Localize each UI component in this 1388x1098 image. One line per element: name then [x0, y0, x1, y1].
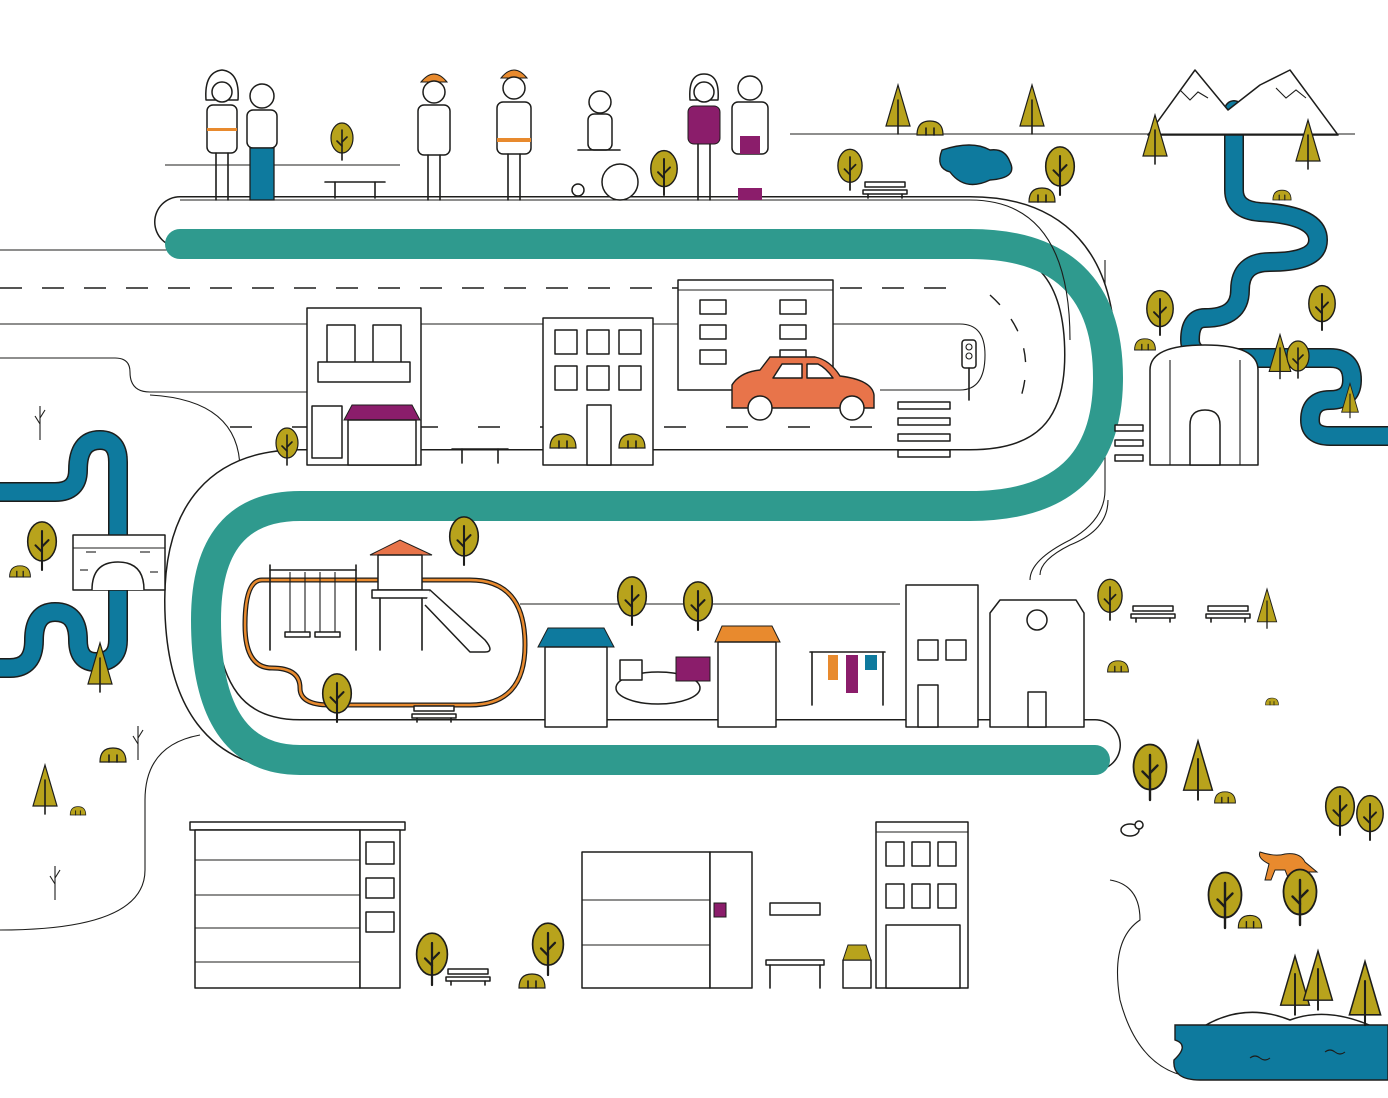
- twig-icon: [34, 405, 46, 441]
- tree-icon: [616, 575, 648, 627]
- picnic-table: [324, 181, 386, 199]
- lake-bottom-right: [1173, 1011, 1388, 1081]
- bench-icon: [445, 968, 491, 986]
- swing-set: [269, 564, 357, 651]
- tree-icon: [1286, 340, 1310, 379]
- fence: [1114, 424, 1144, 462]
- running-track: [242, 577, 528, 708]
- bush-icon: [1133, 338, 1157, 351]
- twig-icon: [49, 865, 61, 901]
- tree-icon: [415, 932, 449, 987]
- bush-icon: [8, 565, 32, 578]
- shop-building: [306, 307, 422, 466]
- pine-icon: [1348, 960, 1382, 1027]
- tree-icon: [1044, 145, 1076, 197]
- bush-icon: [1106, 660, 1130, 673]
- car: [731, 356, 875, 421]
- person-woman: [205, 69, 239, 201]
- bush-icon: [69, 806, 87, 816]
- fox-icon: [1258, 851, 1319, 881]
- tree-icon: [1282, 868, 1318, 927]
- tree-icon: [1207, 871, 1243, 930]
- tree-icon: [531, 922, 565, 977]
- tree-icon: [1307, 284, 1337, 331]
- office-block-left: [189, 821, 406, 989]
- river-right: [1180, 100, 1388, 446]
- clothes-rack: [809, 651, 886, 706]
- pine-icon: [32, 764, 58, 815]
- bench-icon: [862, 181, 908, 199]
- tree-icon: [837, 148, 863, 191]
- antiques-stall: [615, 656, 711, 705]
- pine-icon: [1256, 588, 1278, 629]
- bench-icon: [1205, 605, 1251, 623]
- main-road: [154, 196, 1123, 775]
- market-stall-teal: [537, 627, 615, 728]
- bush-icon: [1272, 189, 1292, 201]
- tower-building: [875, 821, 969, 989]
- slide: [369, 539, 491, 653]
- bush-icon: [1028, 187, 1056, 203]
- tree-icon: [1132, 743, 1168, 802]
- traffic-light-icon: [961, 339, 977, 401]
- tree-icon: [1355, 794, 1385, 841]
- town-house-2: [989, 599, 1085, 728]
- bush-icon: [618, 433, 646, 449]
- tree-icon: [448, 515, 480, 567]
- tree-icon: [682, 580, 714, 632]
- person-man: [246, 83, 278, 201]
- construction-worker-2: [496, 69, 532, 201]
- rabbit-icon: [1120, 820, 1144, 837]
- bush-icon: [916, 120, 944, 136]
- tree-icon: [26, 520, 58, 572]
- bush-icon: [1213, 791, 1237, 804]
- bridge: [72, 534, 166, 591]
- recycling-bin-icon: [842, 944, 872, 989]
- tree-icon: [1324, 785, 1356, 837]
- tree-icon: [1097, 578, 1123, 621]
- greenhouse: [1149, 344, 1259, 466]
- pine-icon: [1182, 740, 1214, 801]
- bench-icon: [1130, 605, 1176, 623]
- tree-icon: [649, 149, 679, 196]
- market-stall-orange: [714, 625, 781, 728]
- bush-icon: [518, 973, 546, 989]
- construction-worker-1: [417, 73, 451, 201]
- tree-icon: [321, 672, 353, 724]
- pine-icon: [885, 84, 911, 135]
- person-wheelchair: [571, 90, 639, 201]
- pine-icon: [1279, 955, 1311, 1016]
- tree-icon: [1145, 289, 1175, 336]
- tree-icon: [330, 122, 354, 161]
- table: [765, 959, 825, 989]
- wheelchair-icon: [571, 149, 639, 201]
- twig-icon: [132, 725, 144, 761]
- person-woman-glasses: [687, 73, 721, 201]
- bush-icon: [1265, 697, 1279, 706]
- bush-icon: [549, 433, 577, 449]
- town-house-1: [905, 584, 979, 728]
- bush-icon: [1237, 914, 1263, 929]
- bush-icon: [99, 747, 127, 763]
- mountains: [790, 69, 1355, 136]
- pond-top: [939, 144, 1013, 186]
- person-elderly-man: [731, 75, 769, 200]
- pine-icon: [1019, 84, 1045, 135]
- picnic-table: [451, 448, 509, 464]
- office-block-center: [581, 851, 821, 989]
- crosswalk: [897, 401, 951, 458]
